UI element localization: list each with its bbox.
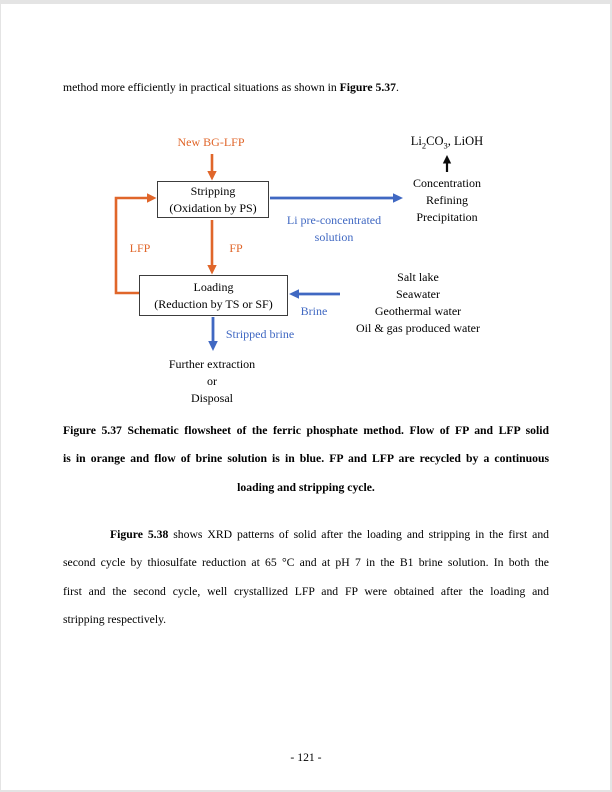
body-paragraph: Figure 5.38 shows XRD patterns of solid … [63, 521, 549, 635]
li-product-part: , LiOH [447, 134, 484, 148]
refine-step: Concentration [413, 176, 481, 190]
li-product-part: CO [426, 134, 444, 148]
loading-box-subtitle: (Reduction by TS or SF) [154, 296, 273, 311]
page-edge-right [610, 0, 612, 792]
caption-line: is in orange and flow of brine solution … [63, 452, 549, 466]
page-edge-top [0, 0, 612, 4]
brine-label: Brine [300, 304, 328, 318]
refine-steps-label: Concentration Refining Precipitation [413, 175, 481, 226]
lfp-label: LFP [129, 241, 151, 255]
stripping-box-title: Stripping [190, 184, 236, 198]
product-up-arrow [442, 155, 452, 172]
new-bg-lfp-label: New BG-LFP [177, 135, 245, 149]
refine-step: Precipitation [416, 209, 478, 224]
stripping-box-subtitle: (Oxidation by PS) [169, 200, 257, 215]
body-line: stripping respectively. [63, 613, 167, 627]
figure-caption: Figure 5.37 Schematic flowsheet of the f… [63, 417, 549, 502]
stripped-brine-label: Stripped brine [225, 327, 295, 341]
refine-step: Refining [425, 192, 468, 207]
li-solution-line: solution [314, 230, 354, 244]
body-line: second cycle by thiosulfate reduction at… [63, 556, 549, 570]
intro-paragraph: method more efficiently in practical sit… [63, 79, 549, 96]
li-product-sub2: 2 [421, 140, 427, 151]
li-solution-arrow [270, 193, 403, 203]
caption-line: Figure 5.37 Schematic flowsheet of the f… [63, 424, 549, 437]
page-edge-bottom [0, 790, 612, 792]
intro-text-after: . [395, 81, 399, 94]
body-line-text: shows XRD patterns of solid after the lo… [168, 528, 550, 541]
figure-5-37-reference: Figure 5.37 [339, 81, 396, 94]
loading-box-title: Loading [193, 280, 234, 294]
body-line: Figure 5.38 shows XRD patterns of solid … [63, 521, 549, 549]
body-line: first and the second cycle, well crystal… [63, 584, 549, 598]
brine-source: Oil & gas produced water [356, 320, 480, 335]
brine-arrow [289, 289, 340, 299]
intro-text-before: method more efficiently in practical sit… [63, 81, 340, 94]
li-product-label: Li2CO3, LiOH [410, 134, 484, 151]
brine-source: Geothermal water [374, 303, 462, 318]
new-bg-lfp-arrow [207, 154, 217, 181]
caption-line: loading and stripping cycle. [237, 480, 375, 494]
li-product-part: Li [410, 134, 422, 148]
output-options-label: Further extraction or Disposal [169, 356, 255, 407]
page-edge-left [0, 0, 1, 792]
stripped-brine-arrow [208, 317, 218, 351]
li-solution-label: Li pre-concentrated solution [287, 212, 381, 246]
page-number: - 121 - [290, 751, 322, 764]
li-solution-line: Li pre-concentrated [286, 213, 382, 227]
stripping-box: Stripping (Oxidation by PS) [157, 181, 269, 218]
loading-box: Loading (Reduction by TS or SF) [139, 275, 288, 316]
fp-arrow [207, 220, 217, 275]
figure-5-38-reference: Figure 5.38 [110, 528, 169, 541]
li-product-sub3: 3 [443, 140, 448, 151]
brine-sources-label: Salt lake Seawater Geothermal water Oil … [356, 269, 480, 337]
brine-source: Seawater [396, 286, 440, 301]
output-option: Further extraction [168, 357, 256, 371]
fp-label: FP [229, 241, 243, 255]
output-option: or [207, 373, 217, 388]
output-option: Disposal [191, 390, 233, 405]
brine-source: Salt lake [397, 270, 439, 284]
